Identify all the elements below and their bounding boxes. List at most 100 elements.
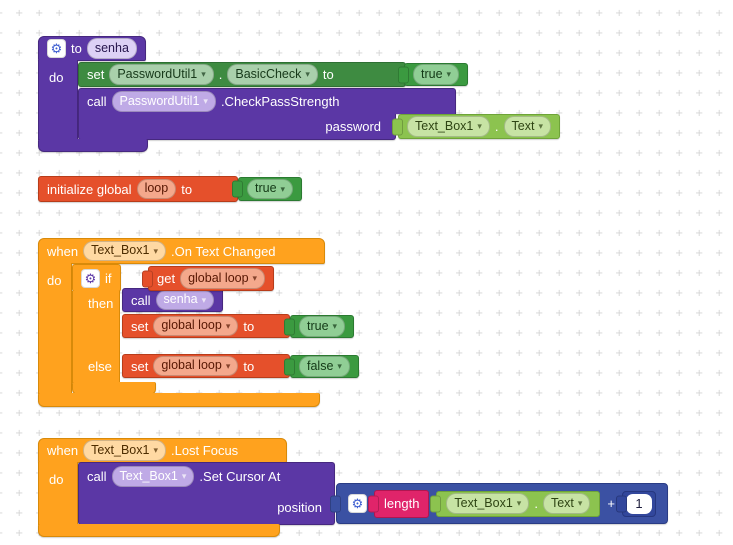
event-bottom-lip[interactable] (38, 393, 320, 407)
label-length: length (384, 496, 420, 511)
block-procedure-definition[interactable]: ⚙ to senha (38, 36, 146, 61)
field-procedure-name[interactable]: senha (86, 38, 137, 59)
block-set-variable[interactable]: set global loop ▾ to (122, 354, 290, 378)
block-logic-false[interactable]: false ▾ (290, 355, 359, 378)
dropdown-arrow-icon: ▾ (252, 273, 258, 283)
gear-icon: ⚙ (50, 41, 63, 56)
block-initialize-global-variable[interactable]: initialize global loop to (38, 176, 238, 202)
dropdown-arrow-icon: ▾ (225, 360, 231, 371)
dropdown-component[interactable]: Text_Box1 ▾ (407, 116, 490, 137)
label-to: to (243, 318, 255, 334)
block-logic-true[interactable]: true ▾ (238, 177, 303, 201)
dropdown-component[interactable]: Text_Box1 ▾ (446, 493, 530, 514)
block-set-variable[interactable]: set global loop ▾ to (122, 314, 290, 338)
dropdown-property[interactable]: BasicCheck ▾ (227, 64, 318, 85)
label-else: else (88, 359, 112, 374)
mutator-gear-icon[interactable]: ⚙ (81, 268, 100, 288)
field-variable-name[interactable]: loop (136, 178, 177, 200)
event-body-spine[interactable]: do (38, 462, 78, 525)
dropdown-procedure[interactable]: senha ▾ (155, 289, 215, 311)
block-text-length[interactable]: length (374, 489, 430, 518)
dropdown-arrow-icon: ▾ (446, 69, 452, 79)
block-call-method-row1[interactable]: call Text_Box1 ▾ .Set Cursor At (78, 462, 335, 490)
field-number[interactable]: 1 (626, 493, 653, 514)
label-method: .Set Cursor At (199, 469, 281, 484)
label-to: to (181, 181, 193, 197)
label-get: get (157, 271, 176, 286)
block-call-procedure[interactable]: call senha ▾ (122, 288, 224, 312)
label-when: when (47, 243, 79, 259)
dropdown-variable[interactable]: global loop ▾ (153, 355, 239, 377)
label-to: to (322, 67, 334, 82)
label-call: call (131, 292, 151, 308)
event-bottom-lip[interactable] (38, 524, 280, 537)
block-if-header[interactable]: ⚙ if (72, 264, 121, 292)
block-logic-true[interactable]: true ▾ (290, 315, 355, 338)
dropdown-arrow-icon: ▾ (516, 498, 522, 508)
dropdown-component[interactable]: Text_Box1 ▾ (83, 440, 166, 461)
dropdown-component[interactable]: Text_Box1 ▾ (111, 466, 195, 487)
dropdown-arrow-icon: ▾ (153, 445, 158, 455)
label-initialize-global: initialize global (47, 181, 132, 197)
dropdown-component[interactable]: Text_Box1 ▾ (83, 240, 166, 262)
dropdown-component[interactable]: PasswordUtil1 ▾ (111, 91, 216, 112)
mutator-gear-icon[interactable]: ⚙ (348, 494, 367, 513)
label-event: .Lost Focus (170, 443, 239, 458)
block-component-getter[interactable]: Text_Box1 ▾ . Text ▾ (398, 114, 560, 139)
dropdown-arrow-icon: ▾ (332, 321, 338, 331)
dropdown-arrow-icon: ▾ (577, 498, 583, 508)
block-event-on-text-changed[interactable]: when Text_Box1 ▾ .On Text Changed (38, 238, 325, 264)
gear-icon: ⚙ (84, 270, 97, 286)
mutator-gear-icon[interactable]: ⚙ (47, 39, 66, 58)
block-math-number[interactable]: 1 (622, 490, 657, 517)
label-if: if (105, 270, 112, 286)
dropdown-property[interactable]: Text ▾ (542, 493, 591, 514)
label-when: when (47, 443, 79, 458)
label-method: .CheckPassStrength (220, 94, 340, 109)
block-event-lost-focus[interactable]: when Text_Box1 ▾ .Lost Focus (38, 438, 287, 463)
block-call-method-row1[interactable]: call PasswordUtil1 ▾ .CheckPassStrength (78, 88, 456, 114)
block-call-method-row2[interactable]: position (78, 490, 335, 525)
block-component-getter[interactable]: Text_Box1 ▾ . Text ▾ (436, 490, 601, 517)
gear-icon: ⚙ (351, 496, 364, 511)
label-set: set (131, 318, 149, 334)
label-do: do (49, 472, 64, 487)
block-math-addition[interactable]: ⚙ length Text_Box1 ▾ . Text ▾ + 1 (336, 483, 669, 524)
label-param-position: position (277, 499, 322, 515)
dropdown-arrow-icon: ▾ (305, 69, 310, 79)
label-then: then (88, 296, 114, 311)
dropdown-logic-value[interactable]: true ▾ (247, 178, 294, 200)
dropdown-arrow-icon: ▾ (203, 96, 208, 106)
dropdown-arrow-icon: ▾ (337, 361, 342, 371)
label-param-password: password (325, 119, 381, 134)
if-body-spine[interactable]: then else (72, 291, 120, 383)
block-call-method-row2[interactable]: password (78, 114, 396, 140)
dropdown-variable[interactable]: global loop ▾ (180, 268, 266, 289)
label-dot: . (494, 119, 499, 134)
procedure-bottom-lip[interactable] (38, 139, 148, 152)
block-get-variable[interactable]: get global loop ▾ (148, 266, 275, 291)
procedure-body-spine[interactable]: do (38, 60, 78, 140)
label-to: to (243, 358, 255, 374)
dropdown-arrow-icon: ▾ (477, 121, 482, 131)
dropdown-logic-value[interactable]: true ▾ (413, 64, 460, 85)
event-body-spine[interactable]: do (38, 263, 72, 394)
dropdown-property[interactable]: Text ▾ (503, 116, 551, 137)
block-set-component-property[interactable]: set PasswordUtil1 ▾ . BasicCheck ▾ to (78, 62, 406, 87)
label-to: to (71, 41, 82, 56)
label-dot: . (534, 496, 538, 511)
dropdown-variable[interactable]: global loop ▾ (153, 315, 239, 337)
block-logic-true[interactable]: true ▾ (404, 63, 469, 86)
label-set: set (131, 358, 149, 374)
dropdown-logic-value[interactable]: false ▾ (299, 356, 350, 377)
dropdown-logic-value[interactable]: true ▾ (299, 316, 346, 337)
label-set: set (87, 67, 105, 82)
label-plus-operator: + (607, 496, 616, 511)
dropdown-arrow-icon: ▾ (538, 121, 543, 131)
label-call: call (87, 469, 107, 484)
label-dot: . (218, 67, 223, 82)
label-event: .On Text Changed (170, 243, 276, 259)
dropdown-arrow-icon: ▾ (153, 245, 158, 256)
dropdown-component[interactable]: PasswordUtil1 ▾ (109, 64, 214, 85)
